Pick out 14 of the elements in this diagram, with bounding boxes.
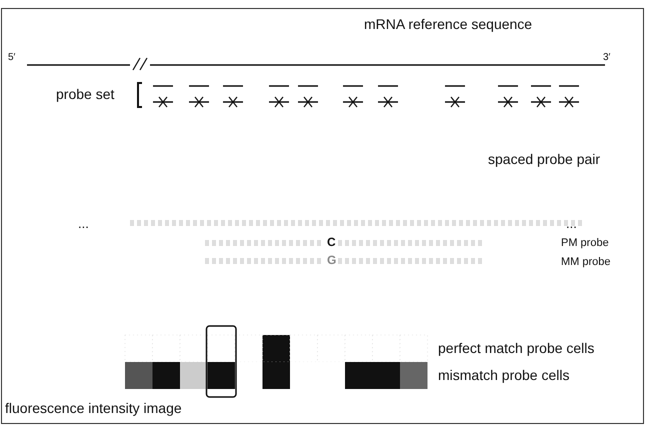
ellipsis: ... xyxy=(566,216,577,231)
label: perfect match probe cells xyxy=(438,340,594,356)
ellipsis: ... xyxy=(78,216,89,231)
label: MM probe xyxy=(561,256,611,268)
label: fluorescence intensity image xyxy=(5,400,182,416)
label: probe set xyxy=(56,86,114,102)
base-letter: C xyxy=(327,235,336,249)
label: spaced probe pair xyxy=(488,151,600,167)
end-label: 3′ xyxy=(603,52,610,63)
base-letter: G xyxy=(327,253,336,267)
label: mRNA reference sequence xyxy=(364,16,532,32)
label: PM probe xyxy=(561,237,609,249)
label: mismatch probe cells xyxy=(438,367,570,383)
end-label: 5′ xyxy=(8,52,16,63)
